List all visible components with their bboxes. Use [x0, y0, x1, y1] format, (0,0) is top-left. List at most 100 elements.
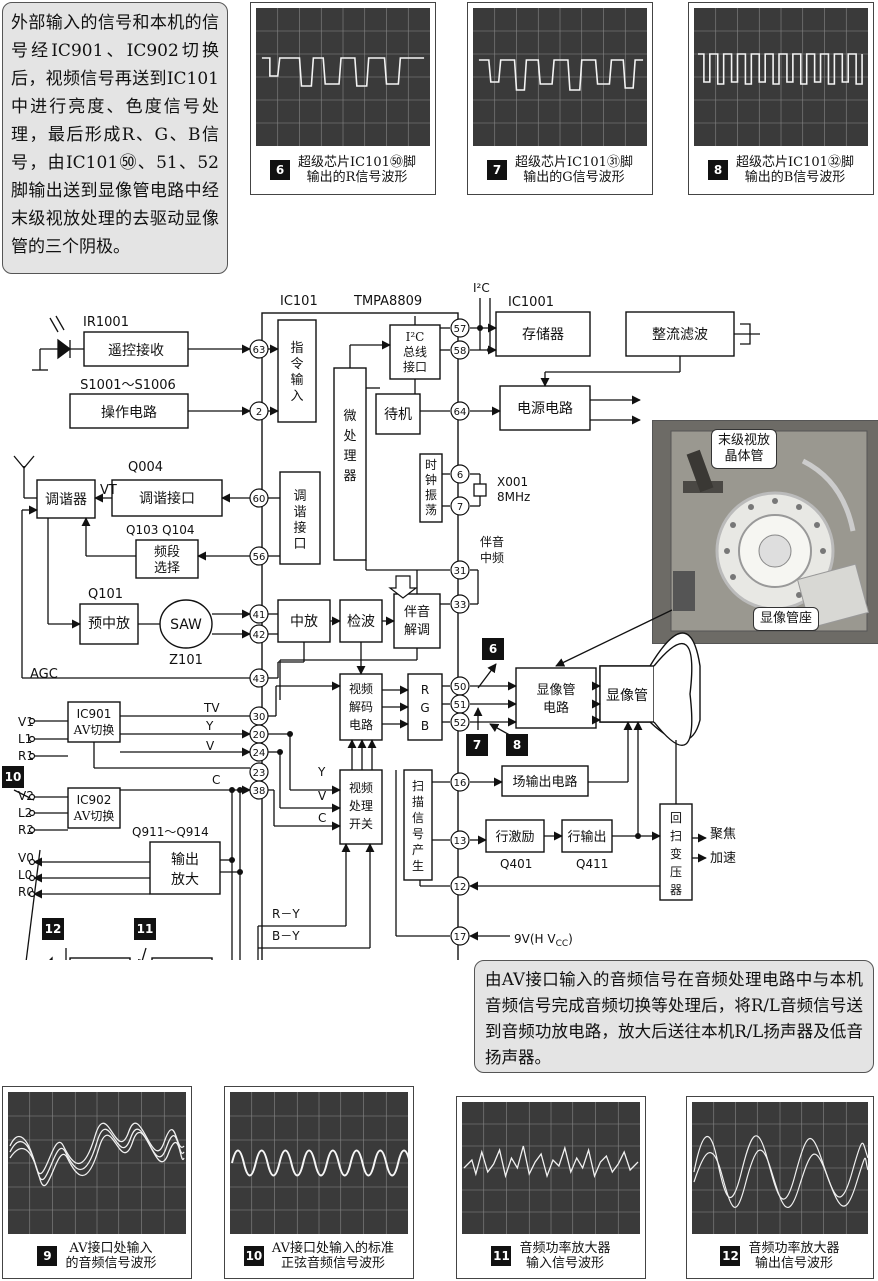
standby-text: 待机 [384, 407, 412, 423]
sound-text: 解调 [404, 623, 430, 638]
scan-text: 信 [412, 811, 424, 825]
detect-text: 检波 [347, 614, 375, 630]
outamp-text: 放大 [171, 872, 199, 888]
decode-text: 解码 [349, 700, 373, 714]
vert-text: 场输出电路 [512, 774, 577, 790]
hdrive-text: 行激励 [495, 830, 534, 845]
mcu-text: 器 [343, 469, 356, 484]
signal-label: TV [203, 701, 220, 715]
oscilloscope-screen [473, 8, 647, 146]
scan-text: 号 [412, 827, 424, 841]
saw-text: SAW [170, 617, 202, 633]
caption-line-1: AV接口处输入 [69, 1241, 153, 1256]
osc-text: 钟 [425, 472, 437, 487]
final-video-transistor-label: 末级视放 晶体管 [711, 429, 778, 469]
wave-caption: 11 音频功率放大器输入信号波形 [457, 1234, 645, 1278]
wave-caption: 9 AV接口处输入的音频信号波形 [3, 1234, 191, 1278]
fbt-text: 器 [670, 883, 682, 897]
wave-number: 12 [720, 1246, 741, 1266]
wave-panel-6: 6 超级芯片IC101㊿脚输出的R信号波形 [250, 2, 436, 195]
pin-number: 58 [454, 346, 467, 357]
fbt-text: 压 [670, 865, 682, 879]
hdrive-box [485, 819, 545, 853]
pin-number: 51 [454, 700, 467, 711]
pin-number: 41 [253, 610, 266, 621]
pin-number: 24 [253, 748, 266, 759]
mcu-box [333, 367, 367, 561]
caption-line-2: 输出的B信号波形 [744, 170, 846, 185]
crt-board-text: 显像管 [536, 683, 575, 698]
if-text: 中放 [290, 614, 318, 630]
i2c-text: I²C [406, 330, 425, 344]
wave-panel-8: 8 超级芯片IC101㉜脚输出的B信号波形 [688, 2, 874, 195]
crt-board-text: 电路 [543, 700, 569, 716]
pin-number: 23 [253, 768, 266, 779]
pin-number: 2 [256, 407, 262, 418]
osc-box [419, 453, 443, 523]
outamp-text: 输出 [171, 852, 199, 868]
cmd-text: 指 [290, 341, 303, 356]
wave-panel-7: 7 超级芯片IC101㉛脚输出的G信号波形 [467, 2, 653, 195]
signal-label: R－Y [272, 907, 300, 921]
caption-line-2: 输出信号波形 [754, 1256, 833, 1271]
vproc-text: 视频 [349, 780, 373, 795]
oscilloscope-screen [8, 1092, 186, 1234]
fbt-box [659, 803, 693, 901]
band-text: 频段 [154, 545, 180, 560]
audio-note-callout: 由AV接口输入的音频信号在音频处理电路中与本机音频信号完成音频切换等处理后，将R… [474, 960, 874, 1073]
pin-number: 6 [457, 470, 463, 481]
badge-6: 6 [482, 638, 504, 660]
caption-line-2: 输出的R信号波形 [306, 170, 408, 185]
badge-10: 10 [2, 766, 24, 788]
crt-socket-label: 显像管座 [753, 607, 820, 631]
pin-number: 63 [253, 345, 266, 356]
signal-label: Y [205, 719, 214, 733]
pin-number: 13 [454, 836, 467, 847]
scan-text: 产 [412, 843, 424, 857]
q103-text: Q103 Q104 [126, 523, 195, 537]
badge-7: 7 [466, 734, 488, 756]
power-box [499, 385, 591, 431]
band-text: 选择 [154, 561, 180, 576]
rgb-text: G [420, 701, 429, 715]
wave-number: 7 [487, 160, 508, 180]
input-label: L0 [18, 868, 32, 882]
pin-number: 33 [454, 600, 467, 611]
ic902-text: AV切换 [73, 809, 115, 823]
ic1001-text: IC1001 [508, 295, 554, 310]
i2c-text: 接口 [403, 359, 427, 374]
oscilloscope-screen [462, 1102, 640, 1234]
wave-caption: 8 超级芯片IC101㉜脚输出的B信号波形 [689, 146, 873, 194]
wave-number: 11 [491, 1246, 512, 1266]
wave-number: 10 [243, 1246, 264, 1266]
memory-text: 存储器 [522, 327, 564, 343]
i2c-text: 总线 [403, 345, 427, 359]
ic901-box [67, 701, 121, 743]
scan-text: 生 [412, 859, 424, 873]
caption-line-2: 的音频信号波形 [65, 1256, 157, 1271]
audio-note-text: 由AV接口输入的音频信号在音频处理电路中与本机音频信号完成音频切换等处理后，将R… [485, 970, 863, 1067]
mcu-text: 微 [343, 409, 356, 424]
pin-number: 20 [253, 730, 266, 741]
rectifier-box [625, 311, 735, 357]
z101-text: Z101 [169, 653, 203, 668]
ic902-box [67, 787, 121, 829]
scan-text: 描 [412, 795, 424, 809]
pin-number: 42 [253, 630, 266, 641]
q004-text: Q004 [128, 460, 163, 475]
xtal-text: X001 [497, 475, 528, 489]
cmd-text: 入 [290, 389, 303, 404]
signal-label: C [318, 811, 326, 825]
tuner-box [36, 479, 96, 519]
caption-line-1: 音频功率放大器 [519, 1241, 611, 1256]
standby-box [375, 393, 421, 435]
tuner-text: 调谐器 [45, 492, 87, 508]
scan-box [403, 769, 433, 881]
wave-number: 6 [270, 160, 291, 180]
pin-number: 50 [454, 682, 467, 693]
label-line: 显像管座 [760, 611, 813, 626]
tune-if2-text: 口 [293, 537, 306, 552]
wave-number: 9 [37, 1246, 58, 1266]
wave-panel-11: 11 音频功率放大器输入信号波形 [456, 1096, 646, 1279]
pin-number: 31 [454, 566, 467, 577]
